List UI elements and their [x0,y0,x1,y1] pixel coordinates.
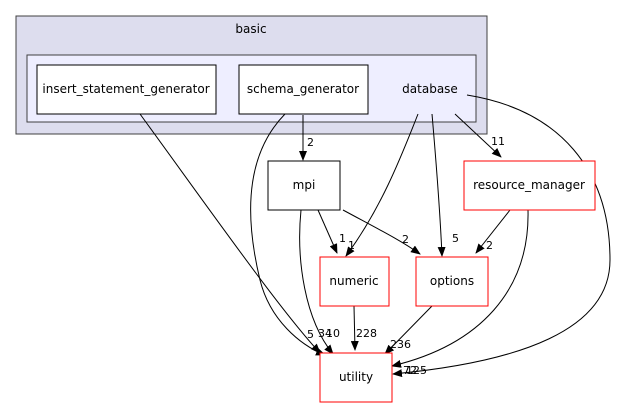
edge-numeric-to-utility [350,305,359,351]
edge-label[interactable]: 125 [406,364,427,377]
edge-label[interactable]: 2 [307,136,314,149]
node-label: mpi [293,178,316,192]
edge-labels: 2 11 1 2 1 5 2 5 34 10 228 236 72 125 [307,135,505,377]
node-resource-manager[interactable]: resource_manager [463,160,596,211]
node-mpi[interactable]: mpi [267,160,341,211]
edge-label[interactable]: 11 [491,135,505,148]
edge-database-to-options [431,113,446,257]
edge-mpi-to-numeric [317,209,338,254]
node-numeric[interactable]: numeric [319,256,390,307]
node-insert-statement-generator[interactable]: insert_statement_generator [36,64,217,115]
edge-label[interactable]: 1 [339,232,346,245]
edge-options-to-utility [384,305,433,355]
edge-resource-manager-to-utility [391,209,529,368]
edges [139,94,611,378]
node-options[interactable]: options [415,256,489,307]
edge-database-to-utility [392,94,611,378]
edge-schema-generator-to-utility [250,113,326,356]
edge-database-to-numeric [345,113,419,257]
edge-label[interactable]: 2 [486,239,493,252]
node-label: utility [339,370,373,384]
edge-label[interactable]: 10 [326,327,340,340]
edge-label[interactable]: 236 [390,338,411,351]
node-utility[interactable]: utility [319,352,393,403]
edge-mpi-to-options [342,209,421,255]
edge-database-to-resource-manager [454,113,502,158]
edge-label[interactable]: 2 [402,233,409,246]
edge-label[interactable]: 34 [318,327,332,340]
node-schema-generator[interactable]: schema_generator [238,64,369,115]
node-database-label[interactable]: database [402,82,458,96]
edge-insert-generator-to-utility [139,113,321,354]
edge-mpi-to-utility [299,209,334,355]
cluster-basic-label: basic [235,22,266,36]
edge-label[interactable]: 5 [307,328,314,341]
node-label: schema_generator [247,82,359,96]
edge-resource-manager-to-options [475,209,511,254]
node-label: numeric [329,274,378,288]
edge-label[interactable]: 72 [403,364,417,377]
node-label: options [430,274,474,288]
node-label: resource_manager [473,178,585,192]
edge-label[interactable]: 1 [348,239,355,252]
edge-label[interactable]: 5 [452,232,459,245]
node-label: insert_statement_generator [42,82,209,96]
edge-label[interactable]: 228 [356,327,377,340]
